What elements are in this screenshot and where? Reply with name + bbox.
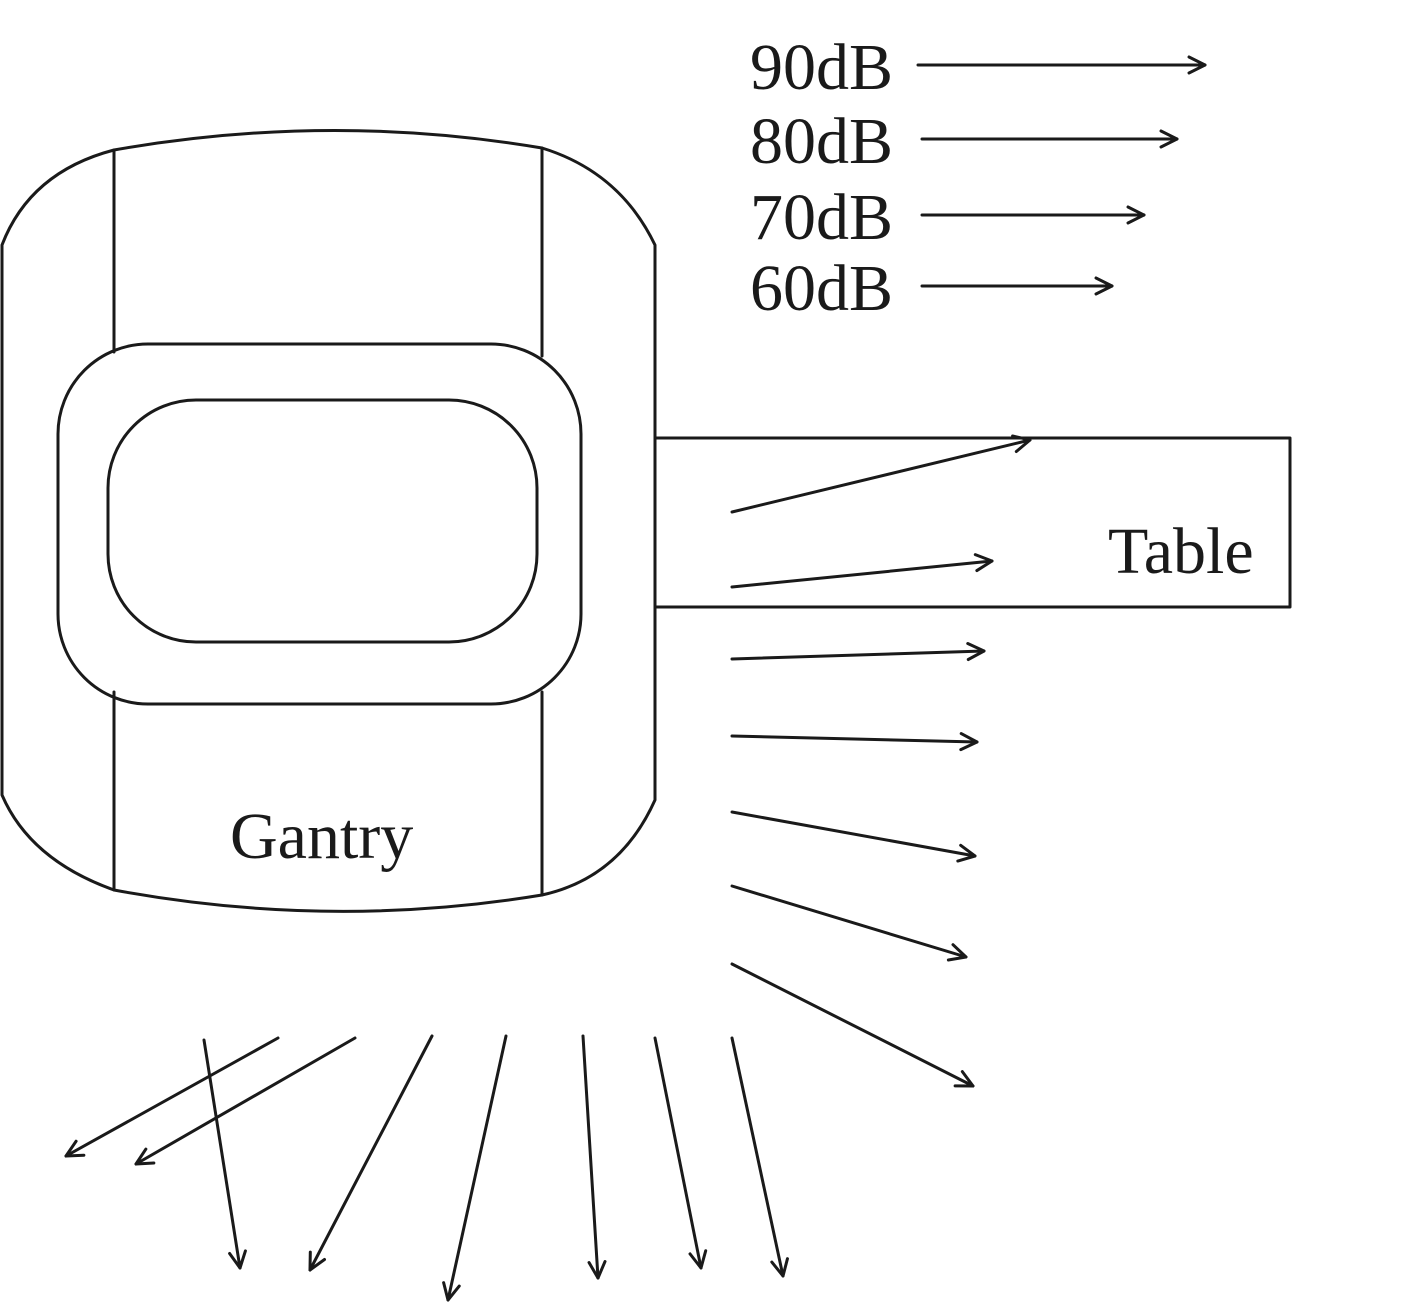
legend-label-80db: 80dB [750,105,893,178]
noise-arrow-down [581,1034,607,1280]
noise-arrow-down [653,1036,708,1270]
noise-arrow-down [64,1036,280,1158]
patient-table: Table [653,436,1292,609]
noise-arrow-down [308,1034,434,1272]
noise-arrow-right [730,884,968,962]
legend-label-60db: 60dB [750,252,893,325]
noise-arrow-right [730,732,979,752]
noise-arrow-right [730,434,1032,514]
noise-arrows-right [730,434,1032,1088]
noise-arrow-right [730,642,986,662]
noise-arrow-down [442,1034,508,1302]
legend-label-70db: 70dB [750,181,893,254]
legend-label-90db: 90dB [750,31,893,104]
noise-arrow-down [134,1036,357,1166]
noise-arrow-down [202,1038,247,1270]
noise-arrow-right [730,962,975,1088]
table-outline [653,436,1292,609]
noise-level-legend: 90dB 80dB 70dB 60dB [750,31,1207,325]
table-label: Table [1108,515,1254,588]
gantry: Gantry [0,128,657,913]
gantry-outer-body [0,128,657,913]
noise-arrows-down [64,1034,789,1302]
noise-arrow-right [730,553,994,589]
noise-arrow-down [730,1036,789,1278]
gantry-bore-inner [106,398,539,644]
gantry-label: Gantry [230,800,413,873]
noise-arrow-right [730,810,977,863]
gantry-bore-outer [56,342,583,706]
